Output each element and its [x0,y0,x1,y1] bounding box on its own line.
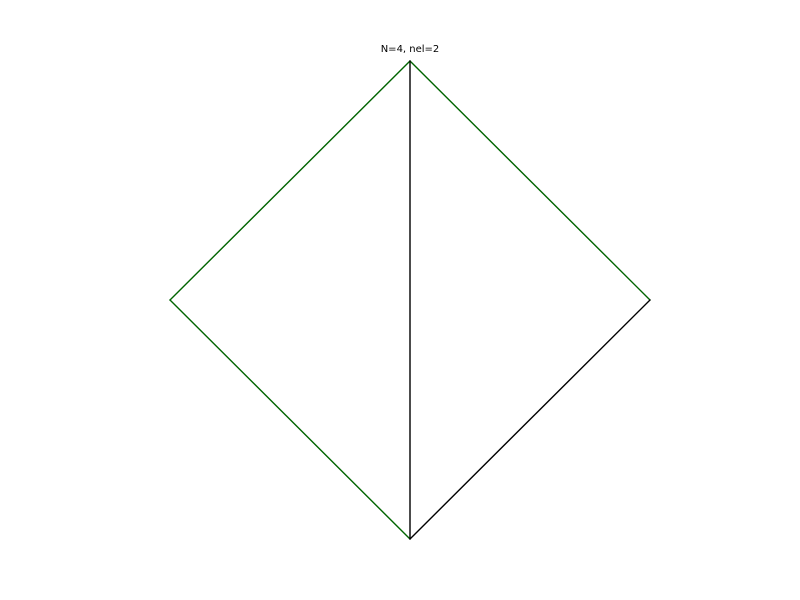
plot-title: N=4, nel=2 [381,44,440,55]
mesh-edge-n0-n3 [409,60,651,301]
mesh-edge-n0-n1 [169,60,411,301]
mesh-edge-n2-n3 [409,299,651,540]
mesh-edges [169,60,651,540]
mesh-edge-n1-n2 [169,299,411,540]
